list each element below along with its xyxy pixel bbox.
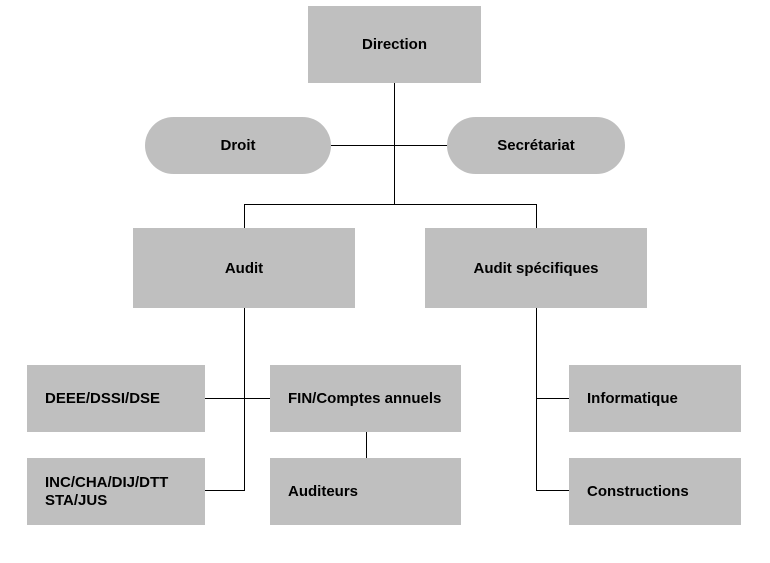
connector-inc	[205, 490, 245, 491]
node-inc-label-line1: INC/CHA/DIJ/DTT	[45, 473, 169, 491]
node-direction-label: Direction	[361, 36, 427, 53]
connector-audit-trunk	[244, 308, 245, 491]
connector-staff	[331, 145, 448, 146]
node-inc: INC/CHA/DIJ/DTT STA/JUS	[27, 458, 205, 525]
node-informatique-label: Informatique	[587, 390, 678, 407]
node-inc-text: INC/CHA/DIJ/DTT STA/JUS	[45, 474, 168, 510]
node-deee: DEEE/DSSI/DSE	[27, 365, 205, 432]
connector-to-audit	[244, 204, 245, 228]
node-secretariat-label: Secrétariat	[497, 137, 575, 154]
node-deee-label: DEEE/DSSI/DSE	[45, 390, 161, 407]
connector-direction-trunk	[394, 83, 395, 204]
node-droit-label: Droit	[220, 137, 256, 154]
connector-constructions	[536, 490, 569, 491]
node-audit: Audit	[133, 228, 355, 308]
connector-audit-branch	[244, 204, 537, 205]
node-auditeurs: Auditeurs	[270, 458, 461, 525]
node-audit-label: Audit	[224, 259, 264, 277]
node-constructions: Constructions	[569, 458, 741, 525]
node-fin-label: FIN/Comptes annuels	[288, 390, 442, 407]
node-inc-label-line2: STA/JUS	[45, 491, 108, 509]
node-direction: Direction	[308, 6, 481, 83]
node-auditeurs-label: Auditeurs	[288, 483, 359, 500]
node-constructions-label: Constructions	[587, 483, 689, 500]
node-fin: FIN/Comptes annuels	[270, 365, 461, 432]
connector-deee-fin	[205, 398, 270, 399]
node-audit-specifiques: Audit spécifiques	[425, 228, 647, 308]
node-droit: Droit	[145, 117, 331, 174]
connector-to-audit-specifiques	[536, 204, 537, 228]
connector-informatique	[536, 398, 569, 399]
node-audit-specifiques-label: Audit spécifiques	[473, 259, 599, 277]
connector-specifiques-trunk	[536, 308, 537, 491]
node-secretariat: Secrétariat	[447, 117, 625, 174]
connector-fin-auditeurs	[366, 432, 367, 458]
node-informatique: Informatique	[569, 365, 741, 432]
